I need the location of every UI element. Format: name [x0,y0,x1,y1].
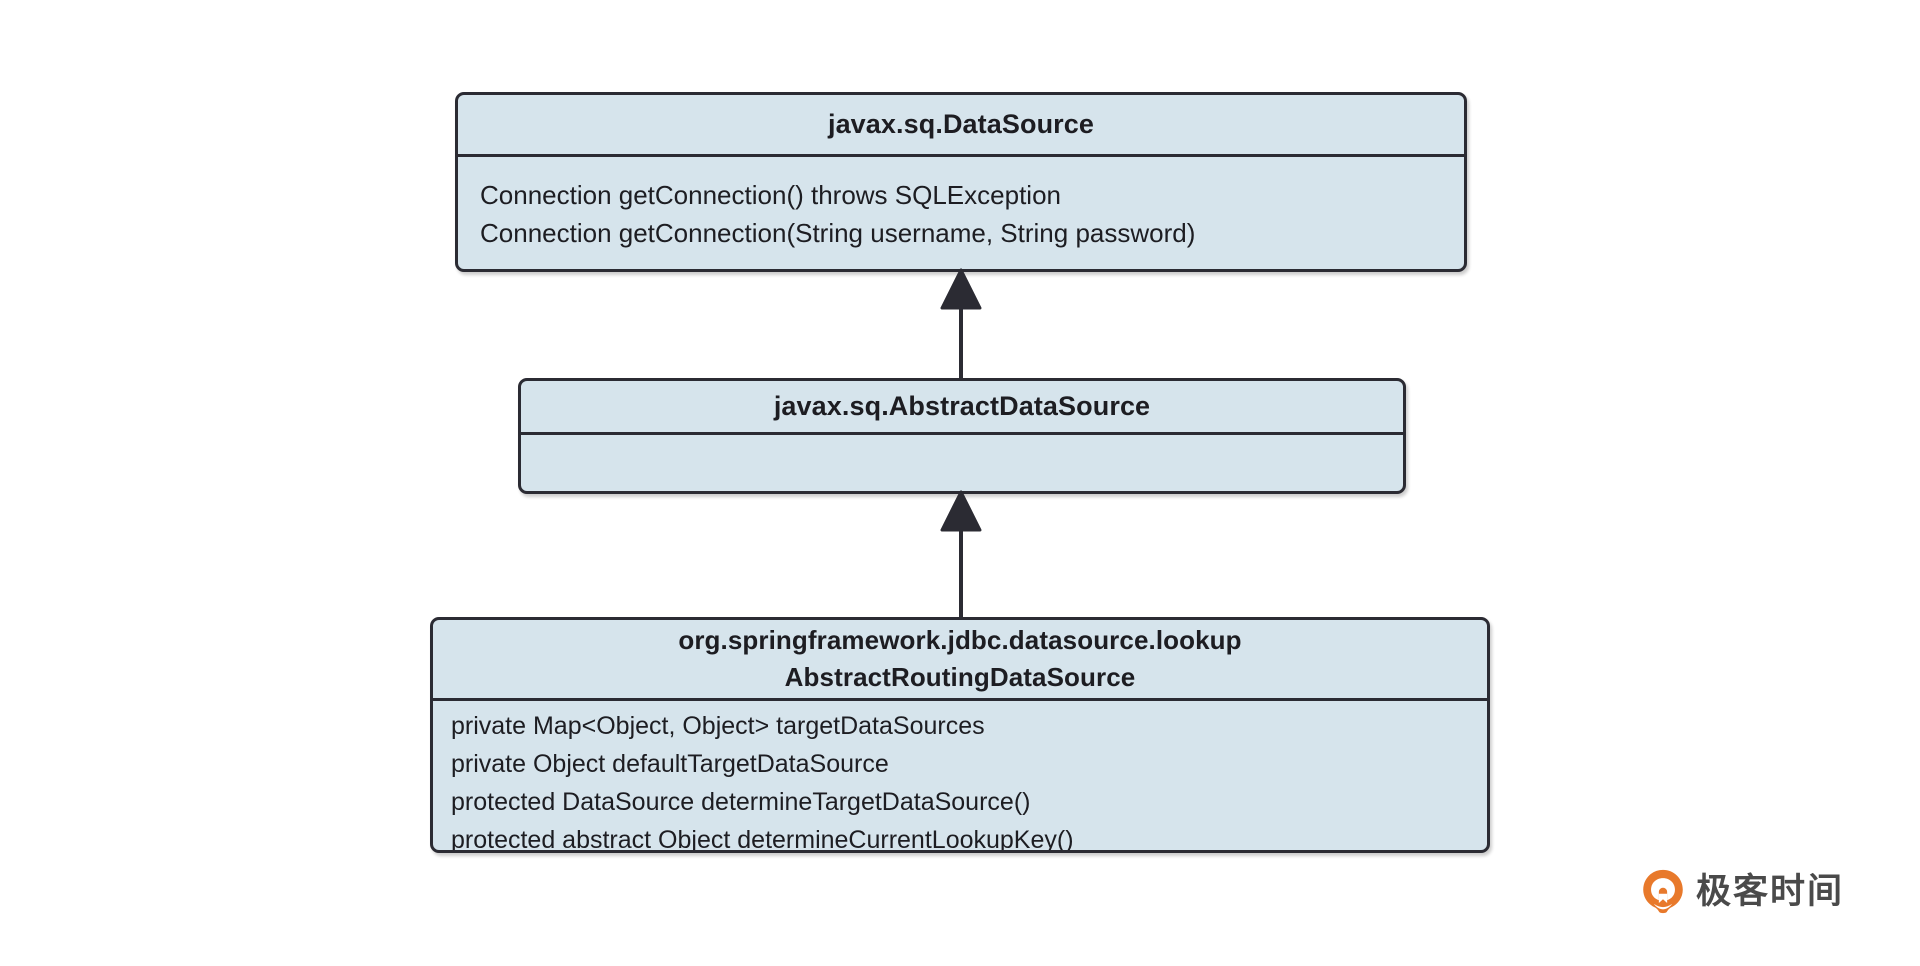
uml-member-row: private Map<Object, Object> targetDataSo… [451,712,985,740]
uml-section-divider [433,698,1487,701]
uml-member-row: protected abstract Object determineCurre… [451,826,1074,853]
uml-member-row: private Object defaultTargetDataSource [451,750,889,778]
uml-class-title-line: org.springframework.jdbc.datasource.look… [678,625,1242,655]
uml-class-box-abstract-datasource: javax.sq.AbstractDataSource [518,378,1406,494]
uml-class-title-line: AbstractRoutingDataSource [784,662,1136,692]
uml-class-title-line: javax.sq.DataSource [827,109,1095,139]
uml-class-title-routing-datasource: org.springframework.jdbc.datasource.look… [433,620,1487,698]
uml-class-title-line: javax.sq.AbstractDataSource [773,391,1151,421]
uml-class-box-routing-datasource: org.springframework.jdbc.datasource.look… [430,617,1490,853]
uml-class-box-datasource: javax.sq.DataSource Connection getConnec… [455,92,1467,272]
uml-section-divider [458,154,1464,157]
generalization-arrow-abstract-to-datasource [940,268,982,384]
generalization-arrow-routing-to-abstract [940,490,982,623]
geektime-logo-icon [1643,869,1683,914]
uml-class-members-routing-datasource: private Map<Object, Object> targetDataSo… [433,701,1487,853]
uml-member-row: protected DataSource determineTargetData… [451,788,1031,816]
uml-member-row: Connection getConnection(String username… [480,218,1196,248]
uml-class-title-datasource: javax.sq.DataSource [458,95,1464,154]
watermark: 极客时间 [1640,868,1844,914]
uml-class-members-datasource: Connection getConnection() throws SQLExc… [458,157,1464,252]
uml-member-row: Connection getConnection() throws SQLExc… [480,180,1061,210]
watermark-text: 极客时间 [1696,871,1845,911]
uml-class-title-abstract-datasource: javax.sq.AbstractDataSource [521,381,1403,432]
uml-class-members-abstract-datasource [521,435,1403,491]
uml-section-divider [521,432,1403,435]
